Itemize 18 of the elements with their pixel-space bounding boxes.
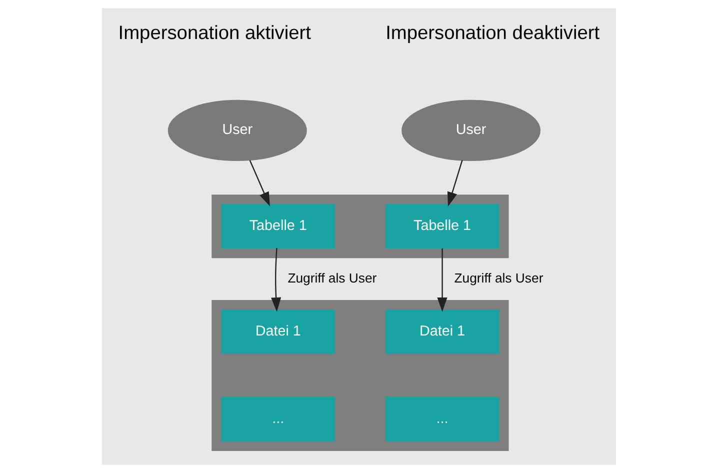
node-box: ...	[384, 397, 499, 442]
node-ellipse: User	[167, 100, 306, 162]
arrow	[436, 248, 447, 312]
cluster	[211, 300, 508, 451]
node-box: Datei 1	[384, 310, 499, 354]
arrow	[248, 160, 270, 206]
arrow	[270, 248, 281, 312]
node-box: Datei 1	[220, 310, 335, 354]
label: Impersonation aktiviert	[118, 23, 310, 44]
edge-label: Zugriff als User	[287, 270, 376, 286]
cluster	[211, 194, 508, 258]
arrow	[446, 160, 462, 206]
node-box: Tabelle 1	[220, 204, 335, 248]
label: Impersonation deaktiviert	[385, 23, 600, 44]
node-box: ...	[220, 397, 335, 442]
edge-label: Zugriff als User	[454, 270, 543, 286]
node-ellipse: User	[401, 100, 540, 162]
node-box: Tabelle 1	[384, 204, 499, 248]
